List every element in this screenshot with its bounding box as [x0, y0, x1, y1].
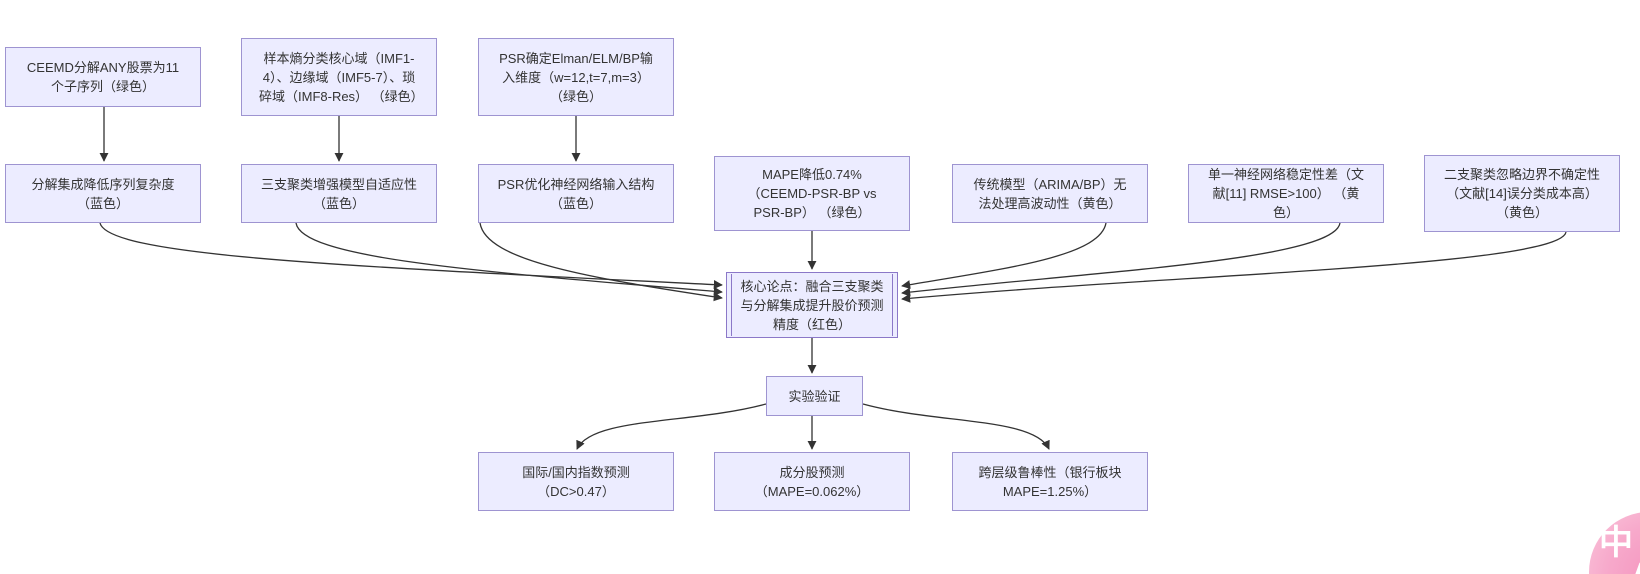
node-three-way-clustering: 三支聚类增强模型自适应性（蓝色） [241, 164, 437, 223]
translate-icon: 中 [1599, 524, 1633, 562]
node-core-thesis: 核心论点：融合三支聚类与分解集成提升股价预测精度（红色） [726, 272, 898, 338]
node-psr-optimization: PSR优化神经网络输入结构（蓝色） [478, 164, 674, 223]
node-traditional-model: 传统模型（ARIMA/BP）无法处理高波动性（黄色） [952, 164, 1148, 223]
edge-experiment-to-robustness [862, 403, 1050, 450]
edge-singlenn-to-core [901, 222, 1341, 297]
node-psr-dimension: PSR确定Elman/ELM/BP输入维度（w=12,t=7,m=3） （绿色） [478, 38, 674, 116]
translate-button[interactable]: 中 A [1589, 512, 1640, 574]
node-index-prediction: 国际/国内指数预测（DC>0.47） [478, 452, 674, 511]
edge-psropt-to-core [479, 222, 723, 302]
node-stock-prediction: 成分股预测（MAPE=0.062%） [714, 452, 910, 511]
edge-decomp-to-core [99, 222, 723, 290]
node-decomposition-ensemble: 分解集成降低序列复杂度（蓝色） [5, 164, 201, 223]
edge-experiment-to-index [576, 403, 767, 450]
edge-traditional-to-core [901, 222, 1107, 290]
edge-threeway-to-core [295, 222, 723, 296]
node-robustness: 跨层级鲁棒性（银行板块 MAPE=1.25%） [952, 452, 1148, 511]
node-sample-entropy: 样本熵分类核心域（IMF1-4）、边缘域（IMF5-7）、琐碎域（IMF8-Re… [241, 38, 437, 116]
translate-icon-latin: A [1629, 558, 1640, 574]
edge-twoway-to-core [901, 231, 1567, 303]
node-ceemd-decomposition: CEEMD分解ANY股票为11个子序列（绿色） [5, 47, 201, 107]
node-two-way-clustering: 二支聚类忽略边界不确定性（文献[14]误分类成本高）（黄色） [1424, 155, 1620, 232]
node-experiment-validation: 实验验证 [766, 376, 863, 416]
node-single-nn: 单一神经网络稳定性差（文献[11] RMSE>100） （黄色） [1188, 164, 1384, 223]
node-mape-reduction: MAPE降低0.74%（CEEMD-PSR-BP vs PSR-BP） （绿色） [714, 156, 910, 231]
